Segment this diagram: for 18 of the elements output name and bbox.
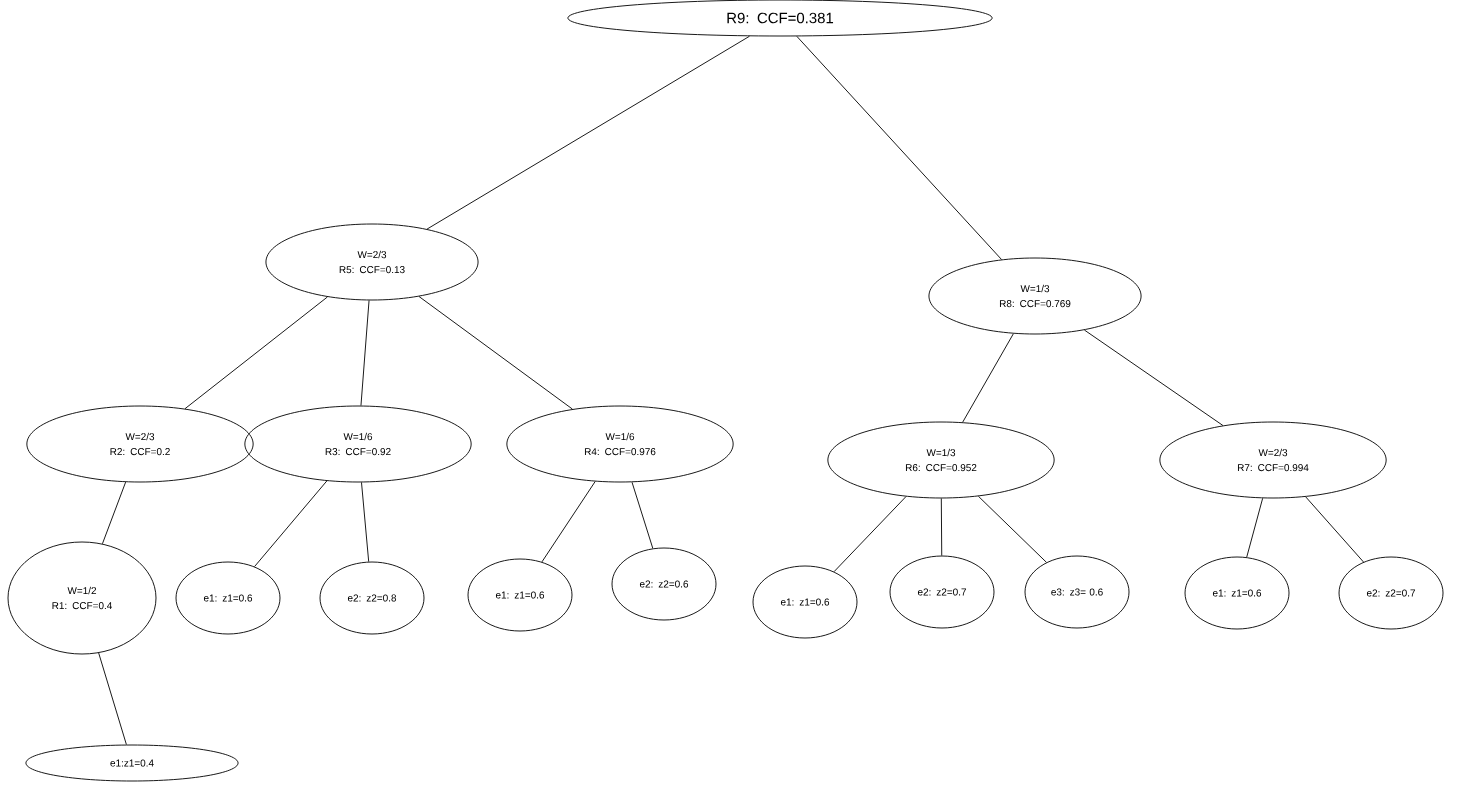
connector-line (102, 481, 127, 545)
connector-line (254, 480, 328, 568)
connector-line (426, 35, 750, 230)
connector-line (833, 496, 907, 573)
connector-line (541, 481, 596, 563)
connector-line (1246, 497, 1264, 558)
connector-line (940, 498, 943, 556)
connector-line (1084, 329, 1224, 426)
connector-line (1305, 496, 1364, 563)
connector-line (962, 333, 1014, 423)
connector-line (631, 481, 654, 549)
connector-line (98, 652, 127, 746)
connector-line (361, 482, 370, 563)
connector-line (418, 296, 573, 410)
connector-line (184, 296, 328, 410)
connector-line (796, 35, 1002, 260)
connector-line (977, 495, 1047, 563)
connector-line (360, 300, 370, 406)
